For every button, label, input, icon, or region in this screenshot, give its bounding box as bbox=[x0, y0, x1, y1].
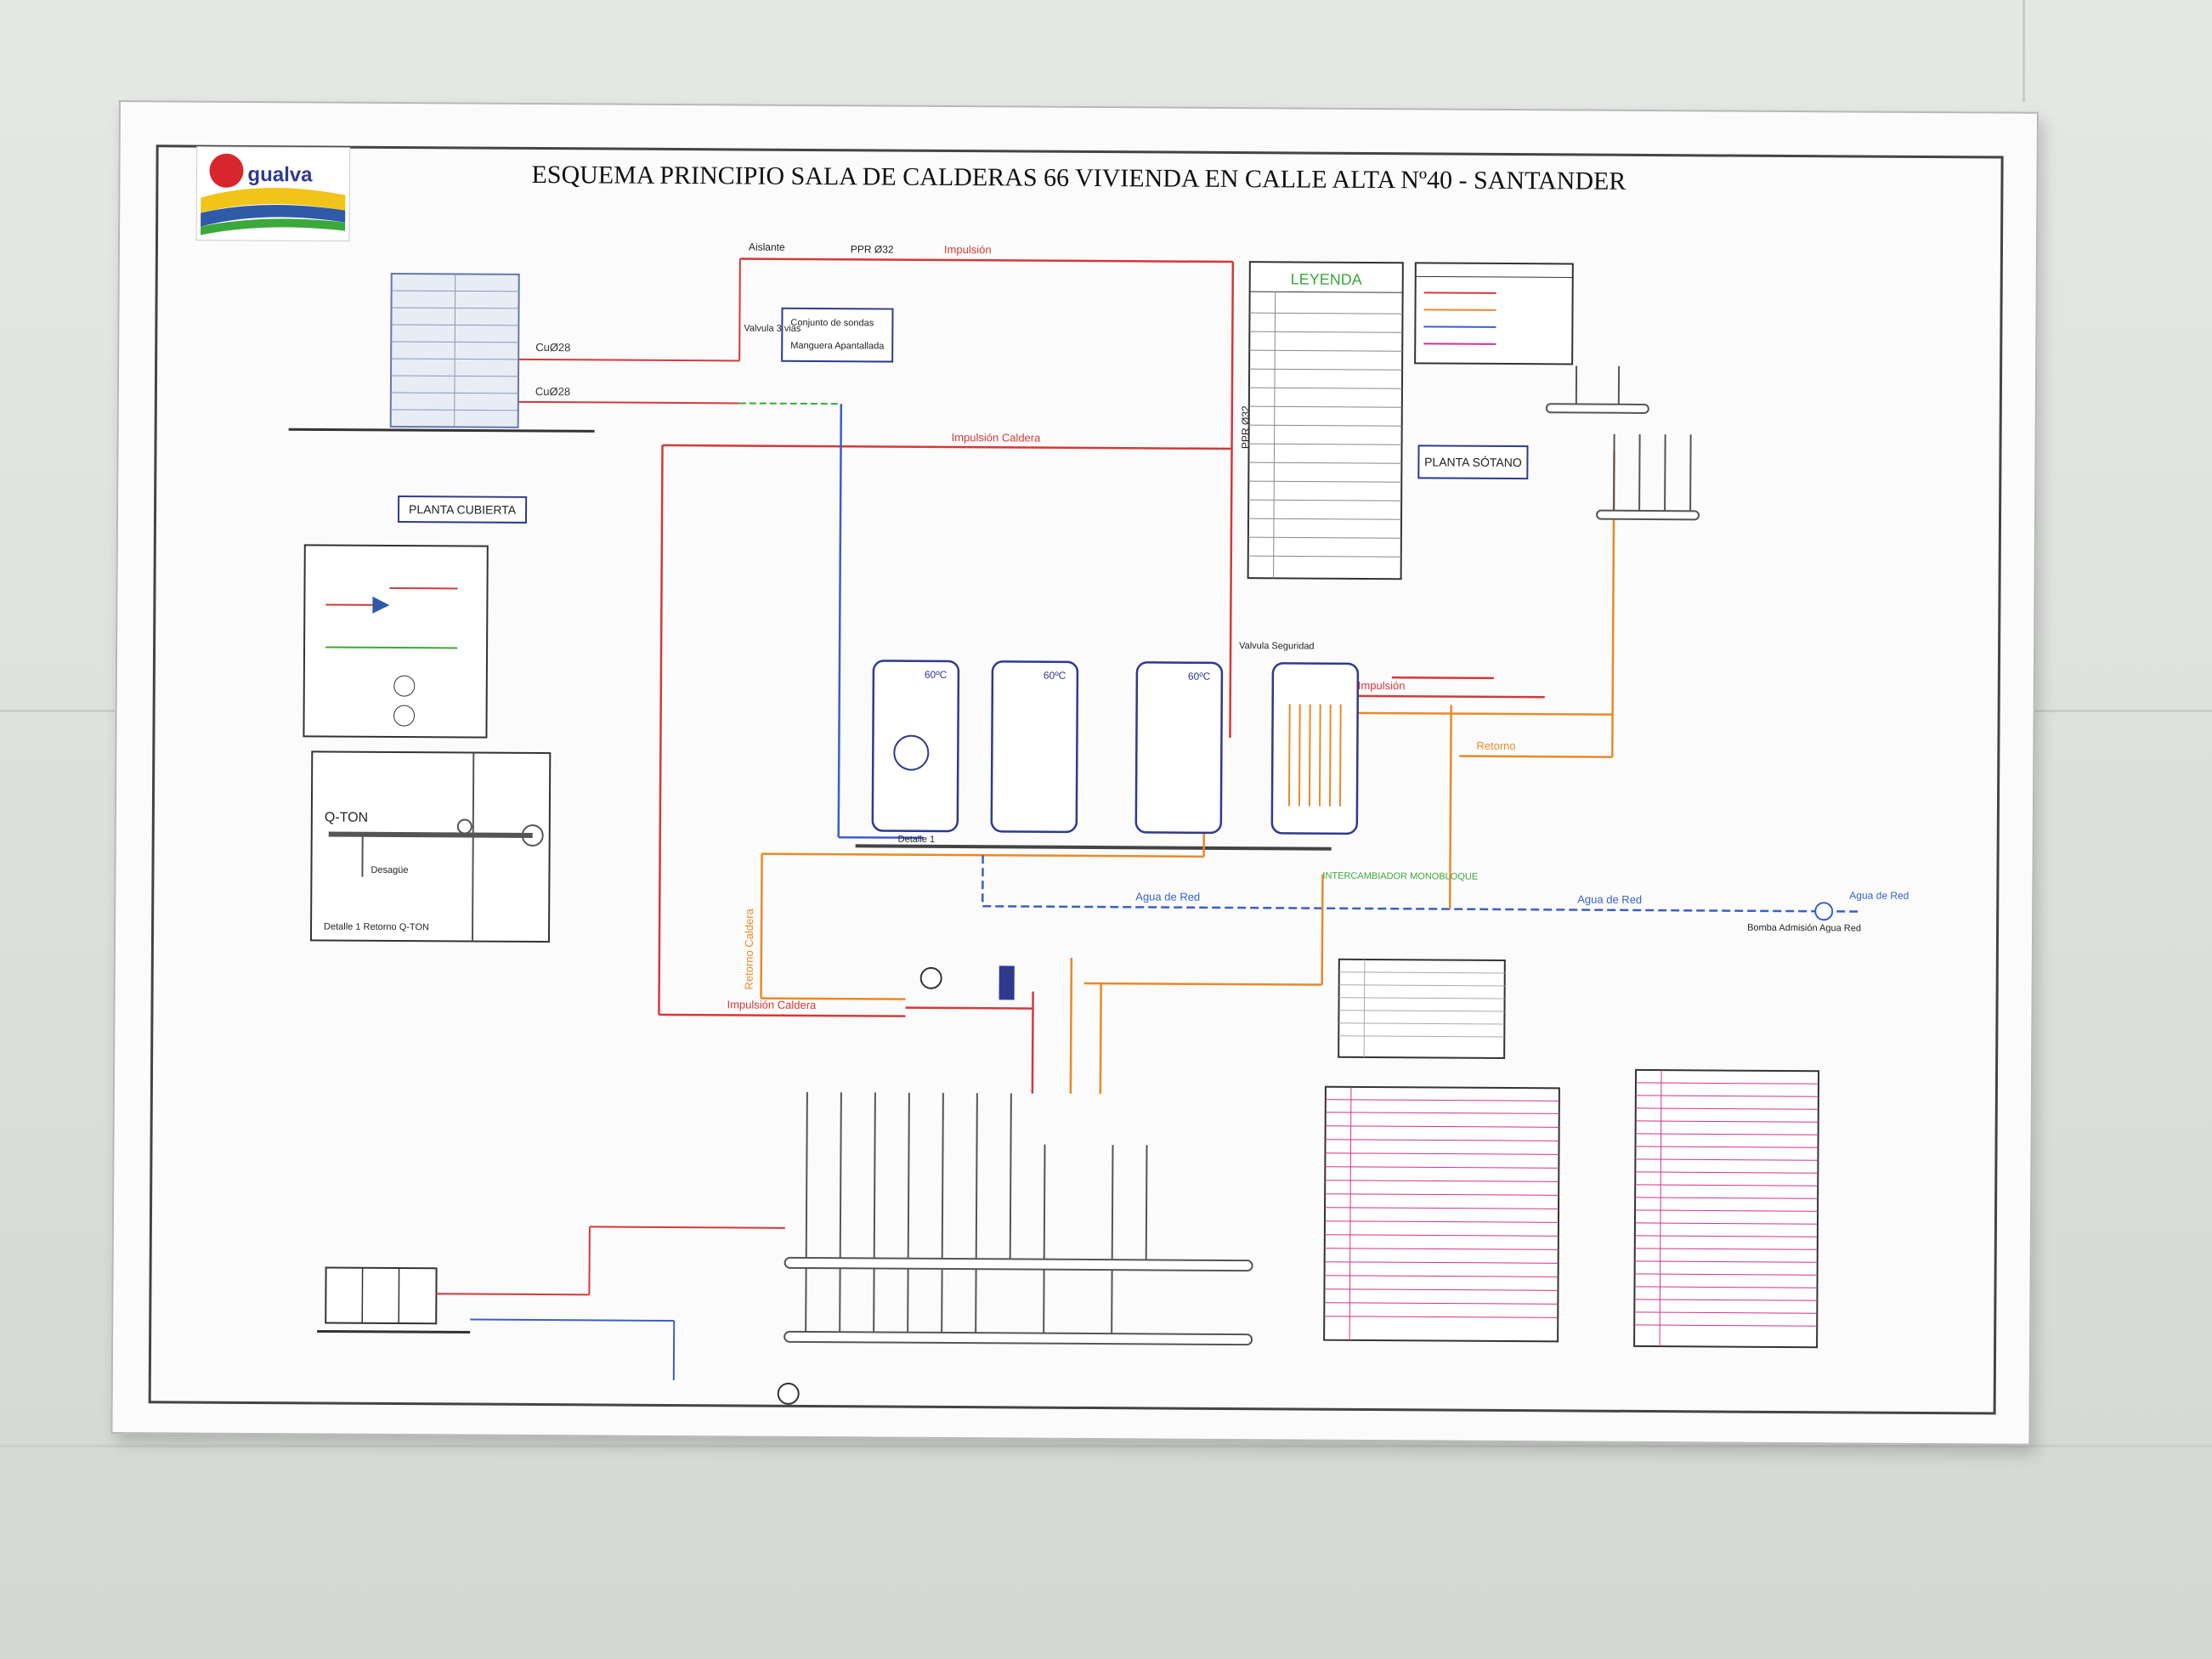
agua-de-red-left-label: Agua de Red bbox=[1135, 890, 1200, 903]
hose-label: Manguera Apantallada bbox=[790, 341, 885, 352]
wall-seam-h bbox=[2035, 710, 2212, 712]
planta-cubierta-label: PLANTA CUBIERTA bbox=[409, 502, 517, 517]
pipe-label-cu-top: CuØ28 bbox=[535, 341, 570, 354]
intercambiador-label: INTERCAMBIADOR MONOBLOQUE bbox=[1322, 871, 1478, 882]
boiler-room-schematic: ESQUEMA PRINCIPIO SALA DE CALDERAS 66 VI… bbox=[195, 146, 1909, 1405]
sensor-box: Conjunto de sondas Manguera Apantallada bbox=[781, 307, 894, 363]
wall-seam-h bbox=[0, 1445, 2212, 1447]
valve-symbols-table bbox=[1323, 1085, 1560, 1343]
tank-temp-3: 60ºC bbox=[1188, 671, 1211, 682]
impulsion-top-label: Impulsión bbox=[944, 243, 992, 256]
retorno-caldera-label: Retorno Caldera bbox=[743, 908, 756, 989]
tank-temp-2: 60ºC bbox=[1044, 670, 1066, 682]
color-key-table bbox=[1414, 262, 1574, 365]
qton-detail-box: Q-TON Desagüe Detalle 1 Retorno Q-TON bbox=[309, 750, 552, 943]
qton-detail-caption: Detalle 1 Retorno Q-TON bbox=[324, 921, 429, 932]
impulsion-right-label: Impulsión bbox=[1358, 679, 1406, 692]
planta-cubierta-box: PLANTA CUBIERTA bbox=[397, 495, 528, 524]
detalle-1-label: Detalle 1 bbox=[898, 835, 935, 845]
main-pipes bbox=[658, 258, 1858, 1095]
agua-red-bar-label: Agua de Red bbox=[1849, 889, 1909, 901]
bomba-admision-label: Bomba Admisión Agua Red bbox=[1747, 923, 1861, 934]
planta-sotano-label: PLANTA SÓTANO bbox=[1424, 455, 1522, 469]
logo-text: gualva bbox=[247, 163, 313, 186]
legend-table: LEYENDA bbox=[1247, 261, 1404, 580]
pump-group bbox=[919, 902, 1834, 1000]
legend-title: LEYENDA bbox=[1291, 270, 1362, 288]
valve-safety-label: Valvula Seguridad bbox=[1239, 641, 1315, 652]
retorno-label: Retorno bbox=[1476, 739, 1515, 752]
boiler-group bbox=[317, 1226, 800, 1405]
planta-sotano-box: PLANTA SÓTANO bbox=[1417, 444, 1529, 480]
agua-de-red-right-label: Agua de Red bbox=[1577, 893, 1642, 906]
impulsion-caldera-bottom-label: Impulsión Caldera bbox=[727, 998, 817, 1011]
boiler-tanks bbox=[871, 660, 1360, 835]
desague-label: Desagüe bbox=[371, 865, 408, 875]
aislante-label: Aislante bbox=[749, 241, 785, 253]
qton-label: Q-TON bbox=[325, 810, 368, 824]
valve-detail-box bbox=[303, 544, 489, 739]
pipe-label-cu-bottom: CuØ28 bbox=[535, 385, 570, 398]
company-logo: gualva bbox=[195, 146, 351, 242]
sensor-table bbox=[1338, 958, 1506, 1059]
page-title: ESQUEMA PRINCIPIO SALA DE CALDERAS 66 VI… bbox=[531, 161, 1626, 195]
schematic-poster: ESQUEMA PRINCIPIO SALA DE CALDERAS 66 VI… bbox=[110, 100, 2039, 1446]
ppr-top-label: PPR Ø32 bbox=[851, 243, 894, 255]
wall-seam-h bbox=[0, 710, 119, 712]
wall-seam-v bbox=[2022, 0, 2025, 102]
impulsion-caldera-mid-label: Impulsión Caldera bbox=[952, 431, 1042, 444]
tank-temp-1: 60ºC bbox=[925, 669, 948, 681]
code-table bbox=[1633, 1068, 1820, 1349]
distribution-manifolds bbox=[784, 1091, 1253, 1346]
sensor-box-label: Conjunto de sondas bbox=[790, 318, 874, 329]
right-collectors bbox=[1545, 365, 1700, 521]
valve-3way-label: Valvula 3 vias bbox=[744, 323, 801, 333]
roof-pipes bbox=[518, 258, 841, 405]
heat-pump-unit bbox=[288, 272, 595, 433]
